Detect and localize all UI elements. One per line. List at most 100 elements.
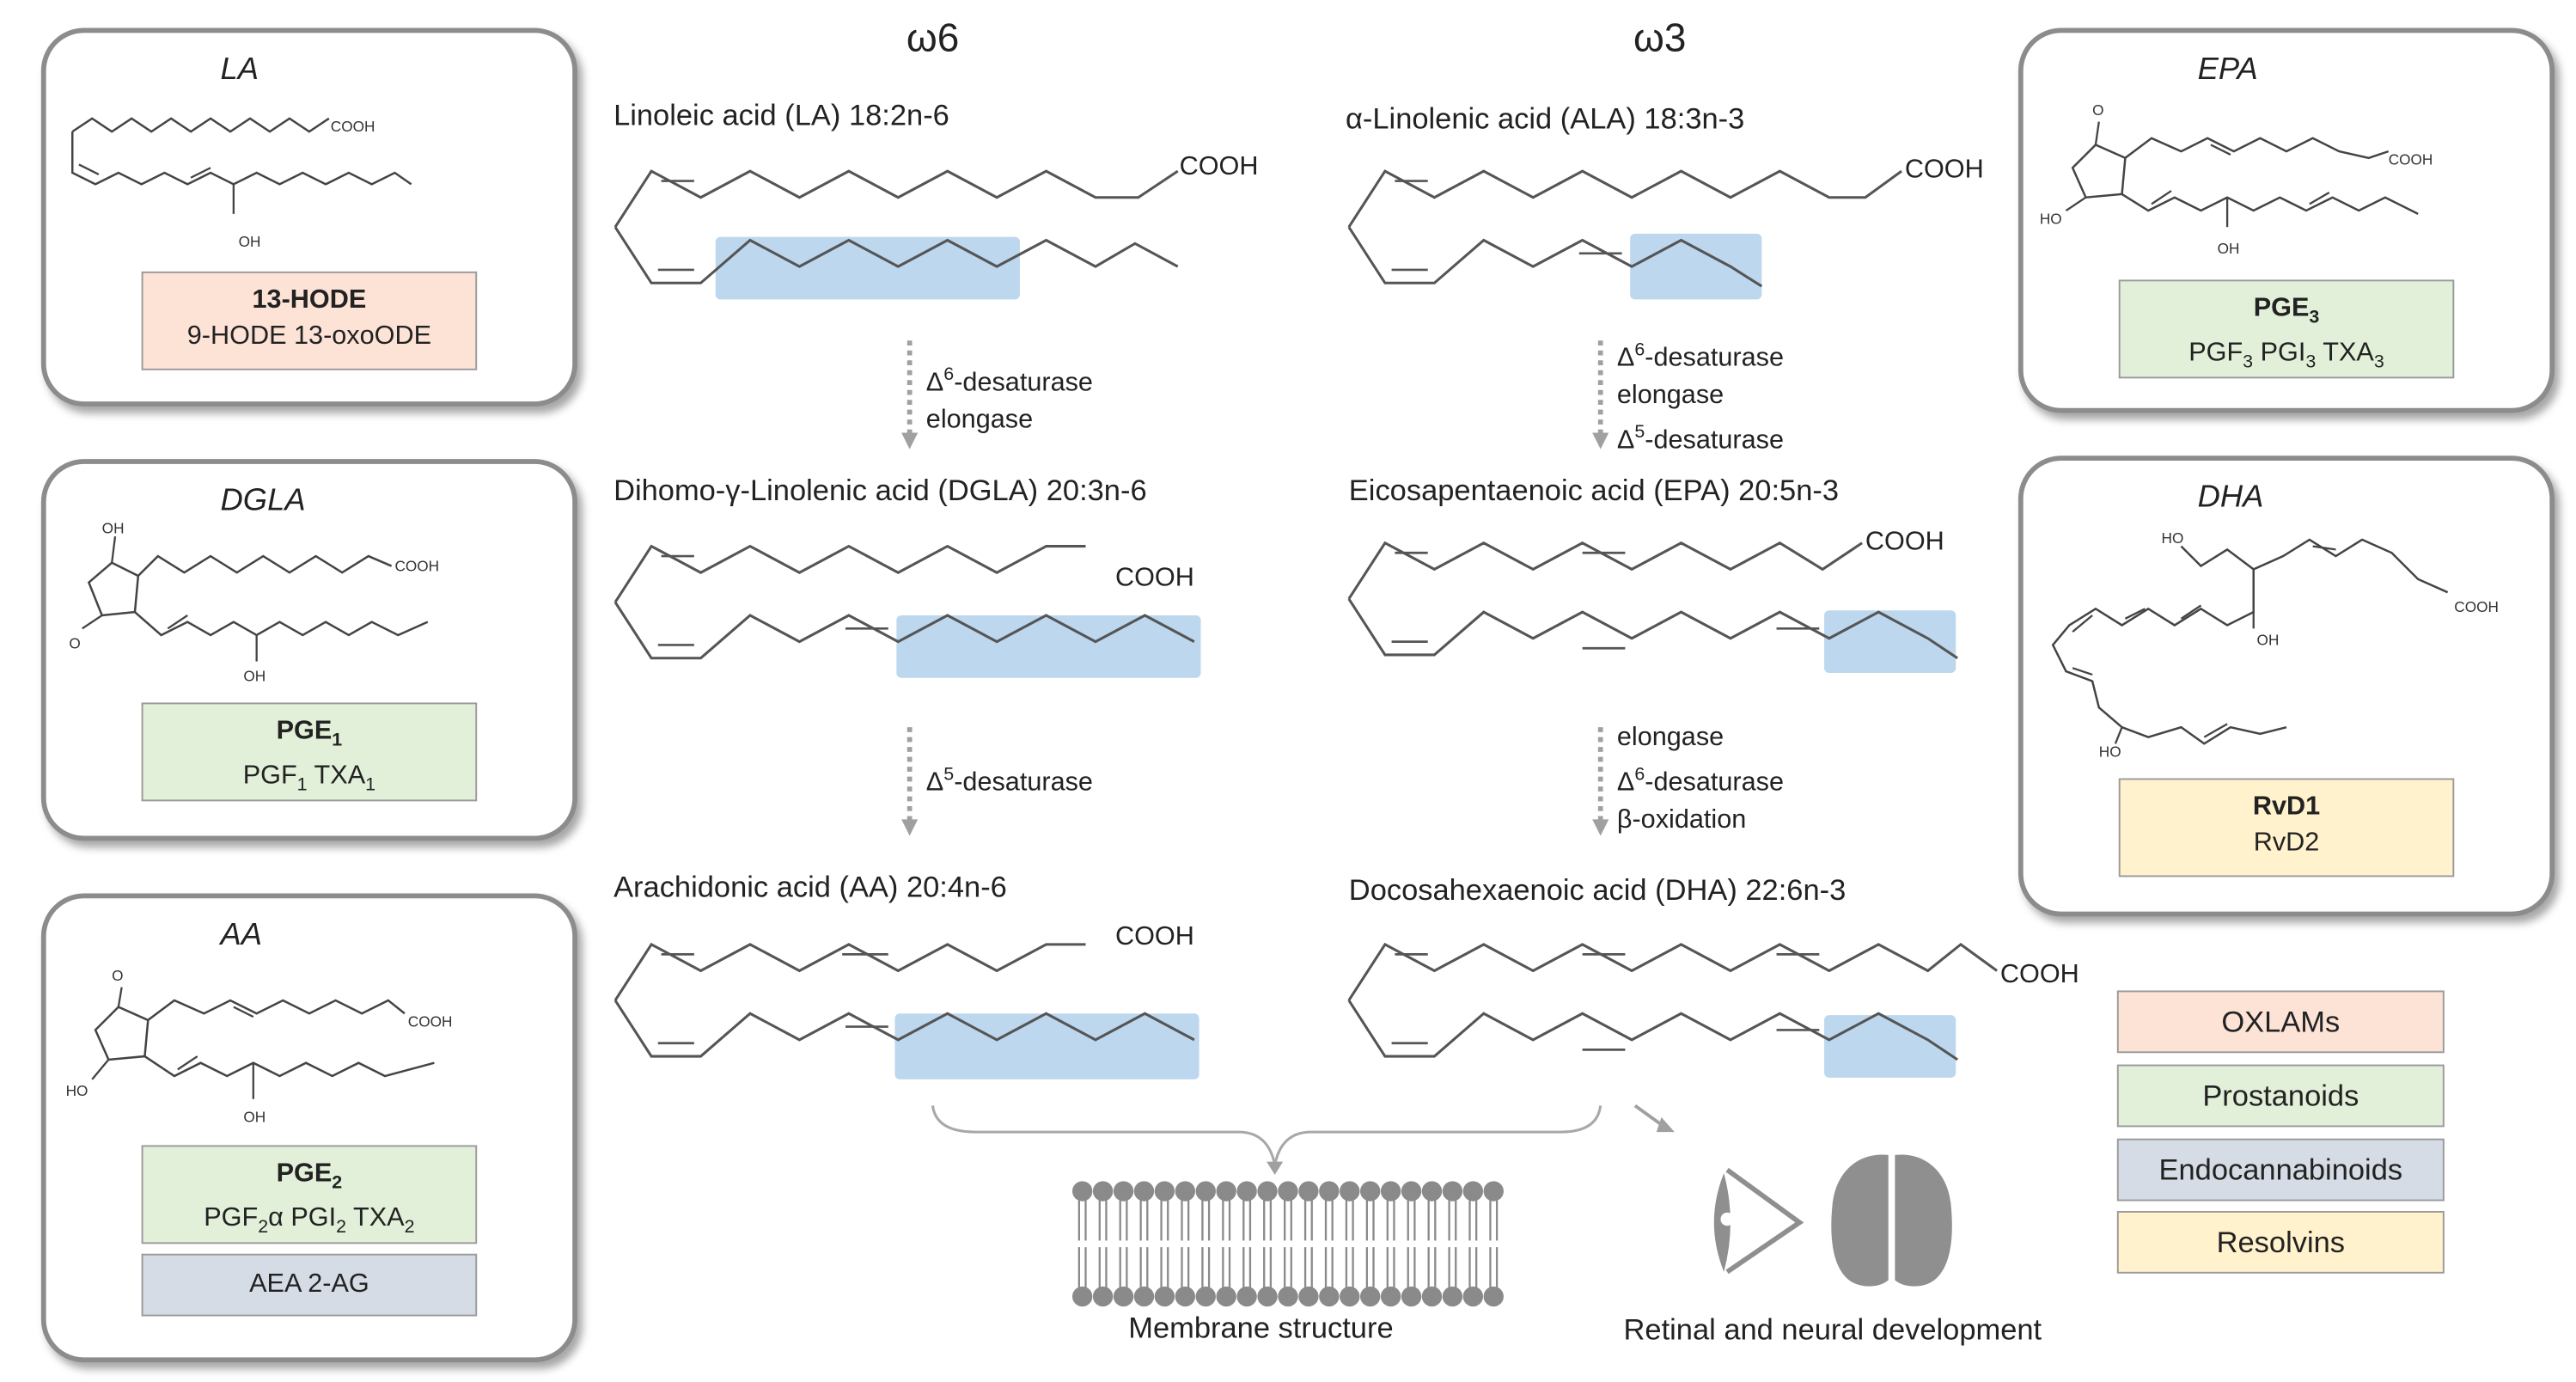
la-metabolite-box: 13-HODE 9-HODE 13-oxoODE <box>141 271 478 370</box>
aa-metabolite-structure: COOH O HO OH <box>66 967 453 1126</box>
la-metabolite-structure: COOH OH <box>70 117 412 250</box>
epa-struct-cooh: COOH <box>2389 150 2433 168</box>
aa-struct-oh: OH <box>243 1109 266 1126</box>
panel-dha: DHA COOH HO OH HO RvD1 RvD2 <box>2017 456 2555 917</box>
aa-struct-o: O <box>112 967 123 984</box>
acid-name-epa: Eicosapentaenoic acid (EPA) 20:5n-3 <box>1348 474 1839 507</box>
membrane-brace <box>931 1105 1602 1175</box>
epa-metabolite-structure: COOH O HO OH <box>2040 101 2433 257</box>
w3-enzyme-elongase: elongase <box>1616 382 1724 411</box>
w6-enzymes-step1: Δ6-desaturase elongase <box>926 357 1093 439</box>
w6-arrow-2 <box>901 727 919 836</box>
w6-arrow-1 <box>901 340 919 449</box>
w3-enzyme-beta-oxidation: β-oxidation <box>1616 806 1747 835</box>
retinal-caption: Retinal and neural development <box>1623 1312 2042 1346</box>
brain-icon <box>1831 1154 1952 1287</box>
dgla-chain-structure: COOH <box>613 544 1201 678</box>
epa-struct-ho: HO <box>2040 210 2062 227</box>
epa-chain-cooh: COOH <box>1865 526 1944 555</box>
acid-name-ala: α-Linolenic acid (ALA) 18:3n-3 <box>1345 101 1745 135</box>
la-secondary-metabolites: 9-HODE 13-oxoODE <box>186 322 432 351</box>
w6-enzymes-step2: Δ5-desaturase <box>925 765 1093 798</box>
panel-label-aa: AA <box>220 918 263 953</box>
dgla-metabolite-structure: COOH OH O OH <box>69 519 439 685</box>
aa-primary-metabolite: PGE2 <box>276 1159 343 1194</box>
dha-chain-structure: COOH <box>1347 942 2079 1078</box>
w3-enzyme-elongase-2: elongase <box>1616 724 1724 752</box>
panel-epa: EPA COOH O HO OH PGE3 PGF3 PGI3 TXA3 <box>2017 28 2555 413</box>
w3-enzymes-step2: elongase Δ6-desaturase β-oxidation <box>1617 719 1784 840</box>
dha-metabolite-box: RvD1 RvD2 <box>2118 778 2455 878</box>
legend-endocannabinoids: Endocannabinoids <box>2116 1138 2445 1202</box>
dha-struct-oh: OH <box>2257 631 2280 648</box>
dha-omega-tail-highlight <box>1824 1015 1956 1078</box>
dha-struct-ho-top: HO <box>2162 529 2184 547</box>
acid-name-la: Linoleic acid (LA) 18:2n-6 <box>613 98 949 132</box>
ala-chain-cooh: COOH <box>1905 155 1984 184</box>
epa-chain-structure: COOH <box>1347 526 1958 673</box>
dha-struct-ho-bottom: HO <box>2099 743 2121 761</box>
eye-icon <box>1713 1167 1804 1275</box>
membrane-bilayer-icon <box>1071 1181 1504 1307</box>
panel-aa: AA COOH O HO OH PGE2 PGF2α PGI2 TXA2 AEA… <box>40 893 577 1363</box>
la-chain-cooh: COOH <box>1180 151 1259 180</box>
dgla-struct-oh-bottom: OH <box>243 668 266 685</box>
membrane-caption: Membrane structure <box>1128 1311 1394 1345</box>
panel-dgla: DGLA COOH OH O OH PGE1 PGF1 TXA1 <box>40 459 577 841</box>
acid-name-dha: Docosahexaenoic acid (DHA) 22:6n-3 <box>1348 873 1847 907</box>
dha-struct-cooh: COOH <box>2454 598 2499 615</box>
ala-omega-tail-highlight <box>1630 233 1762 300</box>
epa-metabolite-box: PGE3 PGF3 PGI3 TXA3 <box>2118 279 2455 379</box>
panel-la: LA COOH OH 13-HODE 9-HODE 13-oxoODE <box>40 28 577 407</box>
aa-secondary-metabolites: PGF2α PGI2 TXA2 <box>204 1204 415 1238</box>
aa-struct-ho: HO <box>66 1082 89 1099</box>
la-chain-structure: COOH <box>613 151 1259 300</box>
neural-arrow <box>1633 1104 1675 1133</box>
dgla-chain-cooh: COOH <box>1115 563 1194 592</box>
omega6-header: ω6 <box>906 16 960 61</box>
aa-struct-cooh: COOH <box>408 1013 453 1030</box>
aa-chain-cooh: COOH <box>1115 921 1194 951</box>
acid-name-aa: Arachidonic acid (AA) 20:4n-6 <box>613 870 1007 904</box>
panel-label-epa: EPA <box>2197 52 2258 88</box>
legend-resolvins: Resolvins <box>2116 1210 2445 1274</box>
dha-primary-metabolite: RvD1 <box>2252 792 2321 822</box>
dha-secondary-metabolites: RvD2 <box>2253 829 2320 858</box>
ala-chain-structure: COOH <box>1347 155 1984 300</box>
aa-prostanoid-box: PGE2 PGF2α PGI2 TXA2 <box>141 1145 478 1244</box>
panel-label-dgla: DGLA <box>220 483 306 519</box>
w3-arrow-2 <box>1592 727 1609 836</box>
dha-metabolite-structure: COOH HO OH HO <box>2051 529 2499 761</box>
dha-chain-cooh: COOH <box>2000 959 2079 988</box>
dgla-metabolite-box: PGE1 PGF1 TXA1 <box>141 702 478 802</box>
aa-endocannabinoids: AEA 2-AG <box>249 1269 369 1299</box>
omega3-header: ω3 <box>1633 16 1687 61</box>
dgla-struct-o: O <box>69 634 80 651</box>
epa-struct-oh: OH <box>2218 240 2240 257</box>
acid-name-dgla: Dihomo-γ-Linolenic acid (DGLA) 20:3n-6 <box>613 474 1147 507</box>
legend-oxlams: OXLAMs <box>2116 990 2445 1054</box>
la-struct-cooh: COOH <box>331 118 375 135</box>
aa-chain-structure: COOH <box>613 921 1199 1079</box>
aa-endocannabinoid-box: AEA 2-AG <box>141 1253 478 1317</box>
dgla-struct-oh-top: OH <box>102 519 125 536</box>
dgla-secondary-metabolites: PGF1 TXA1 <box>242 761 376 796</box>
epa-omega-tail-highlight <box>1824 610 1956 673</box>
dgla-primary-metabolite: PGE1 <box>276 717 343 751</box>
epa-secondary-metabolites: PGF3 PGI3 TXA3 <box>2188 339 2384 373</box>
la-primary-metabolite: 13-HODE <box>252 286 367 315</box>
w3-arrow-1 <box>1592 340 1609 449</box>
aa-omega-tail-highlight <box>894 1013 1199 1079</box>
w6-enzyme-elongase: elongase <box>925 407 1034 436</box>
la-struct-oh: OH <box>239 233 261 250</box>
dgla-omega-tail-highlight <box>896 615 1201 678</box>
w3-enzymes-step1: Δ6-desaturase elongase Δ5-desaturase <box>1616 340 1785 456</box>
dgla-struct-cooh: COOH <box>394 557 439 574</box>
la-omega-tail-highlight <box>715 236 1020 300</box>
panel-label-la: LA <box>220 52 259 88</box>
epa-struct-o: O <box>2092 101 2103 119</box>
epa-primary-metabolite: PGE3 <box>2253 294 2320 328</box>
legend-prostanoids: Prostanoids <box>2116 1064 2445 1128</box>
panel-label-dha: DHA <box>2197 480 2264 516</box>
